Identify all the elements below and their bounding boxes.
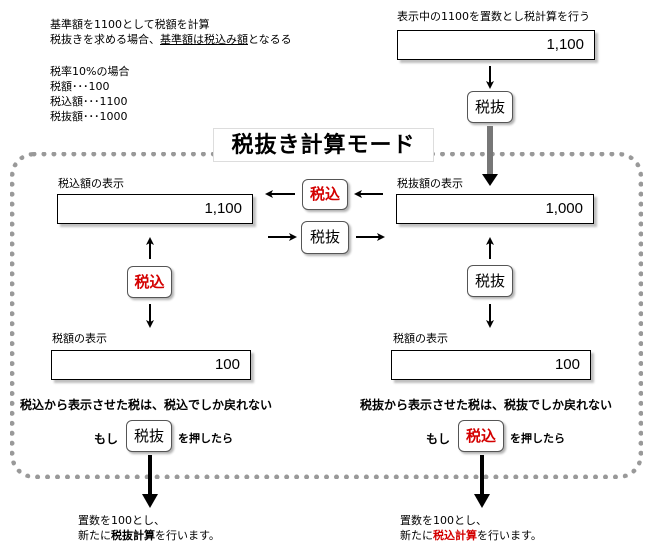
arrow-bottom-right-head [474,494,490,508]
center-excl-key[interactable]: 税抜 [301,221,349,254]
arrow-bottom-left-head [142,494,158,508]
left-caption: 税込から表示させた税は、税込でしか戻れない [20,398,273,412]
left-tax-label: 税額の表示 [52,332,107,345]
right-result-post: を行います。 [477,529,542,542]
right-press-post: を押したら [510,432,565,445]
incl-display: 1,100 [57,194,253,224]
rate-title: 税率10%の場合 [50,65,130,78]
right-result-pre: 新たに [400,529,433,542]
right-press-incl-key[interactable]: 税込 [458,420,504,452]
note-line-1: 基準額を1100として税額を計算 [50,18,210,31]
note-line-2: 税抜きを求める場合、基準額は税込み額となるる [50,33,292,46]
right-tax-display: 100 [391,350,591,380]
left-press-post: を押したら [178,432,233,445]
top-excl-key[interactable]: 税抜 [467,91,513,123]
right-tax-label: 税額の表示 [393,332,448,345]
note-line-2-pre: 税抜きを求める場合、 [50,33,160,46]
excl-display: 1,000 [396,194,594,224]
left-result-line-1: 置数を100とし、 [78,514,165,527]
right-caption: 税抜から表示させた税は、税抜でしか戻れない [360,398,613,412]
left-press-pre: もし [94,432,119,446]
left-result-bold: 税抜計算 [111,529,155,542]
mode-title: 税抜き計算モード [213,128,434,162]
right-result-line-2: 新たに税込計算を行います。 [400,529,542,542]
left-press-excl-key[interactable]: 税抜 [126,420,172,452]
left-result-line-2: 新たに税抜計算を行います。 [78,529,220,542]
center-incl-key[interactable]: 税込 [302,179,348,210]
right-press-pre: もし [426,432,451,446]
top-display: 1,100 [397,30,595,60]
note-line-2-post: となるる [248,33,292,46]
tax-line: 税額･･･100 [50,80,110,93]
left-tax-display: 100 [51,350,251,380]
right-result-line-1: 置数を100とし、 [400,514,487,527]
excl-line: 税抜額･･･1000 [50,110,128,123]
incl-display-label: 税込額の表示 [58,177,124,190]
excl-display-label: 税抜額の表示 [397,177,463,190]
left-incl-key[interactable]: 税込 [127,266,172,298]
left-result-post: を行います。 [155,529,220,542]
note-line-2-underlined: 基準額は税込み額 [160,33,248,46]
top-right-note: 表示中の1100を置数とし税計算を行う [397,10,590,23]
left-result-pre: 新たに [78,529,111,542]
right-result-bold: 税込計算 [433,529,477,542]
right-excl-key[interactable]: 税抜 [467,265,513,297]
incl-line: 税込額･･･1100 [50,95,128,108]
